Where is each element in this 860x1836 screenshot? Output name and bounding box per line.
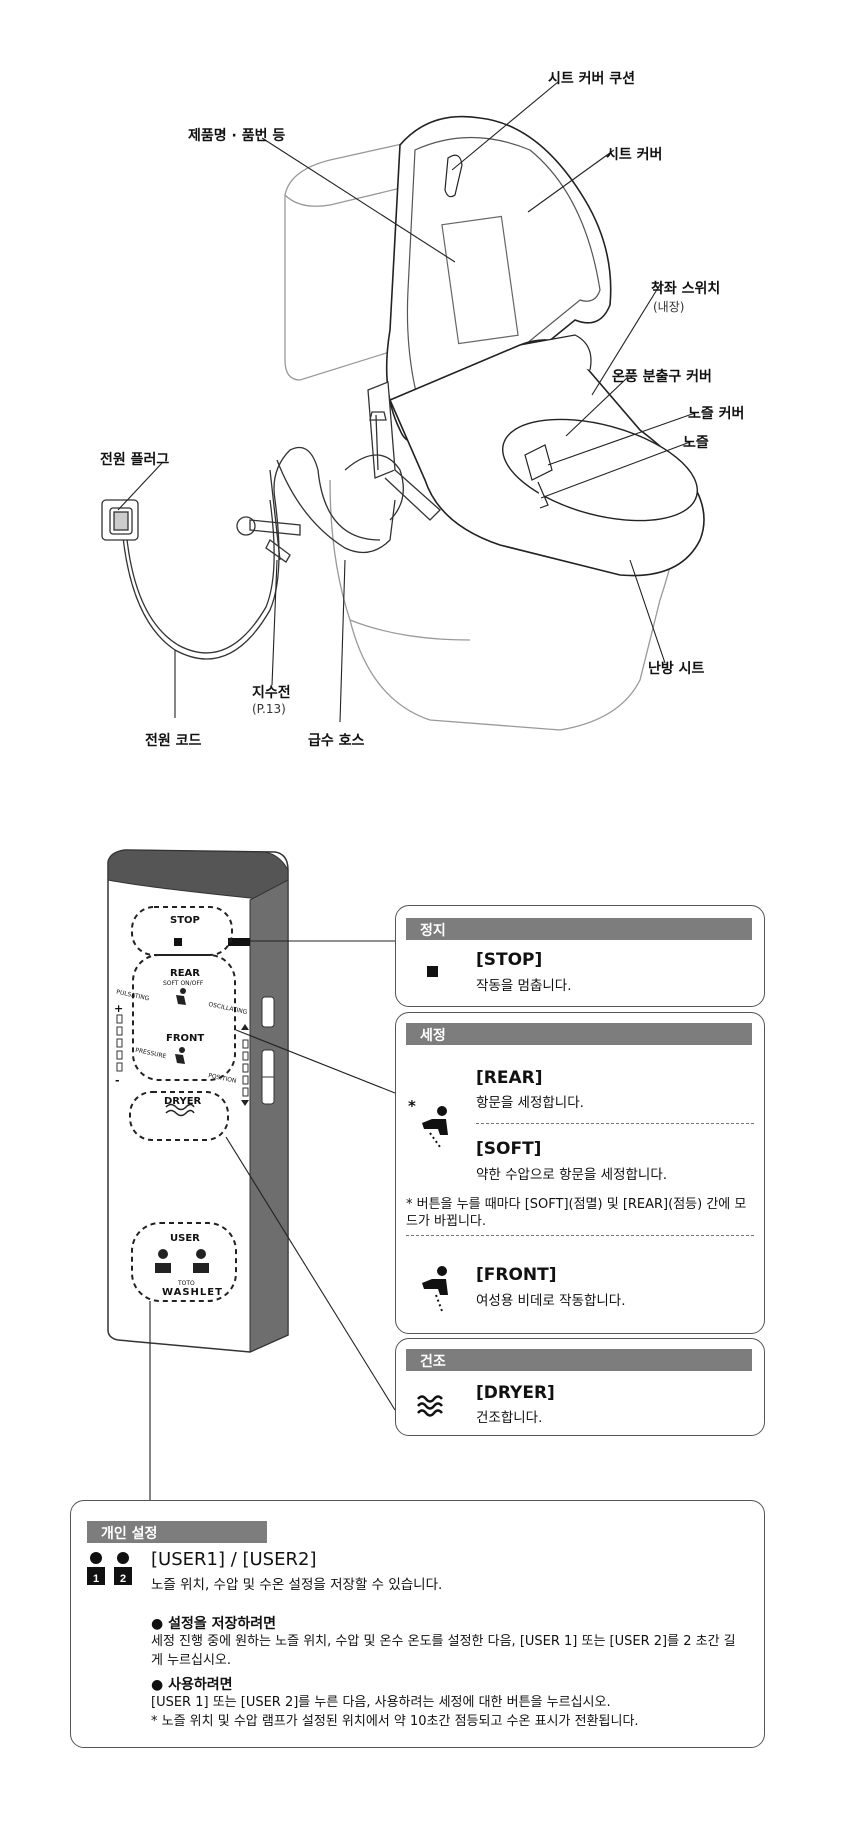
rear-title: [REAR] <box>476 1068 543 1088</box>
save-heading: ● 설정을 저장하려면 <box>151 1616 277 1632</box>
remote-user-label: USER <box>170 1233 200 1244</box>
remote-brand-logo: WASHLET <box>162 1287 223 1298</box>
label-warm-air-cover: 온풍 분출구 커버 <box>612 369 712 385</box>
use-heading: ● 사용하려면 <box>151 1677 233 1693</box>
dry-desc: 건조합니다. <box>476 1410 543 1426</box>
label-seat-cover-cushion: 시트 커버 쿠션 <box>548 71 636 87</box>
wash-note: * 버튼을 누를 때마다 [SOFT](점멸) 및 [REAR](점등) 간에 … <box>406 1197 747 1229</box>
label-supply-hose: 급수 호스 <box>308 733 365 749</box>
stop-title: [STOP] <box>476 950 543 970</box>
wash-asterisk: * <box>408 1097 416 1115</box>
label-nozzle-cover: 노즐 커버 <box>688 406 745 422</box>
dry-panel: 건조 [DRYER] 건조합니다. <box>395 1338 765 1436</box>
user-panel-header: 개인 설정 <box>87 1521 267 1543</box>
wash-panel: 세정 * [REAR] 항문을 세정합니다. [SOFT] 약한 수압으로 항문… <box>395 1012 765 1334</box>
label-power-plug: 전원 플러그 <box>100 452 170 468</box>
remote-brand-small: TOTO <box>178 1280 195 1287</box>
label-heated-seat: 난방 시트 <box>648 661 705 677</box>
label-shutoff-valve: 지수전 <box>252 685 291 701</box>
label-power-cord: 전원 코드 <box>145 733 202 749</box>
user-panel: 개인 설정 1 2 [USER1] / [USER2] 노즐 위치, 수압 및 … <box>70 1500 765 1748</box>
wash-divider <box>406 1235 754 1236</box>
stop-desc: 작동을 멈춥니다. <box>476 978 572 994</box>
remote-rear-label: REAR <box>170 968 200 979</box>
label-seat-switch: 착좌 스위치 <box>651 281 721 297</box>
label-shutoff-valve-page: (P.13) <box>252 702 286 716</box>
svg-text:1: 1 <box>93 1573 99 1585</box>
remote-front-label: FRONT <box>166 1033 205 1044</box>
front-title: [FRONT] <box>476 1265 557 1285</box>
rear-desc: 항문을 세정합니다. <box>476 1095 584 1111</box>
wash-divider <box>476 1123 754 1124</box>
save-body: 세정 진행 중에 원하는 노즐 위치, 수압 및 온수 온도를 설정한 다음, … <box>151 1634 736 1668</box>
label-seat-switch-note: (내장) <box>653 300 685 314</box>
remote-soft-label: SOFT ON/OFF <box>163 980 204 987</box>
dry-panel-header: 건조 <box>406 1349 752 1371</box>
user-desc: 노즐 위치, 수압 및 수온 설정을 저장할 수 있습니다. <box>151 1577 443 1593</box>
stop-square-icon <box>427 966 438 977</box>
user-icons: 1 2 <box>87 1552 132 1585</box>
rear-wash-icon <box>422 1106 448 1148</box>
remote-dryer-label: DRYER <box>164 1096 202 1107</box>
user-title: [USER1] / [USER2] <box>151 1549 317 1570</box>
toilet-diagram <box>101 81 705 731</box>
soft-desc: 약한 수압으로 항문을 세정합니다. <box>476 1167 668 1183</box>
stop-panel: 정지 [STOP] 작동을 멈춥니다. <box>395 905 765 1007</box>
use-note: * 노즐 위치 및 수압 램프가 설정된 위치에서 약 10초간 점등되고 수온… <box>151 1714 639 1729</box>
wash-panel-header: 세정 <box>406 1023 752 1045</box>
remote-minus: - <box>115 1074 120 1087</box>
dry-title: [DRYER] <box>476 1383 555 1403</box>
stop-panel-header: 정지 <box>406 918 752 940</box>
remote-stop-label: STOP <box>170 915 200 926</box>
soft-title: [SOFT] <box>476 1139 542 1159</box>
label-product-name: 제품명 · 품번 등 <box>188 128 286 144</box>
front-wash-icon <box>422 1266 448 1312</box>
remote-plus: + <box>114 1002 124 1015</box>
dryer-wave-icon <box>417 1395 443 1417</box>
use-body: [USER 1] 또는 [USER 2]를 누른 다음, 사용하려는 세정에 대… <box>151 1695 611 1710</box>
svg-text:2: 2 <box>120 1573 126 1585</box>
label-seat-cover: 시트 커버 <box>606 147 663 163</box>
front-desc: 여성용 비데로 작동합니다. <box>476 1293 626 1309</box>
label-nozzle: 노즐 <box>683 435 709 451</box>
